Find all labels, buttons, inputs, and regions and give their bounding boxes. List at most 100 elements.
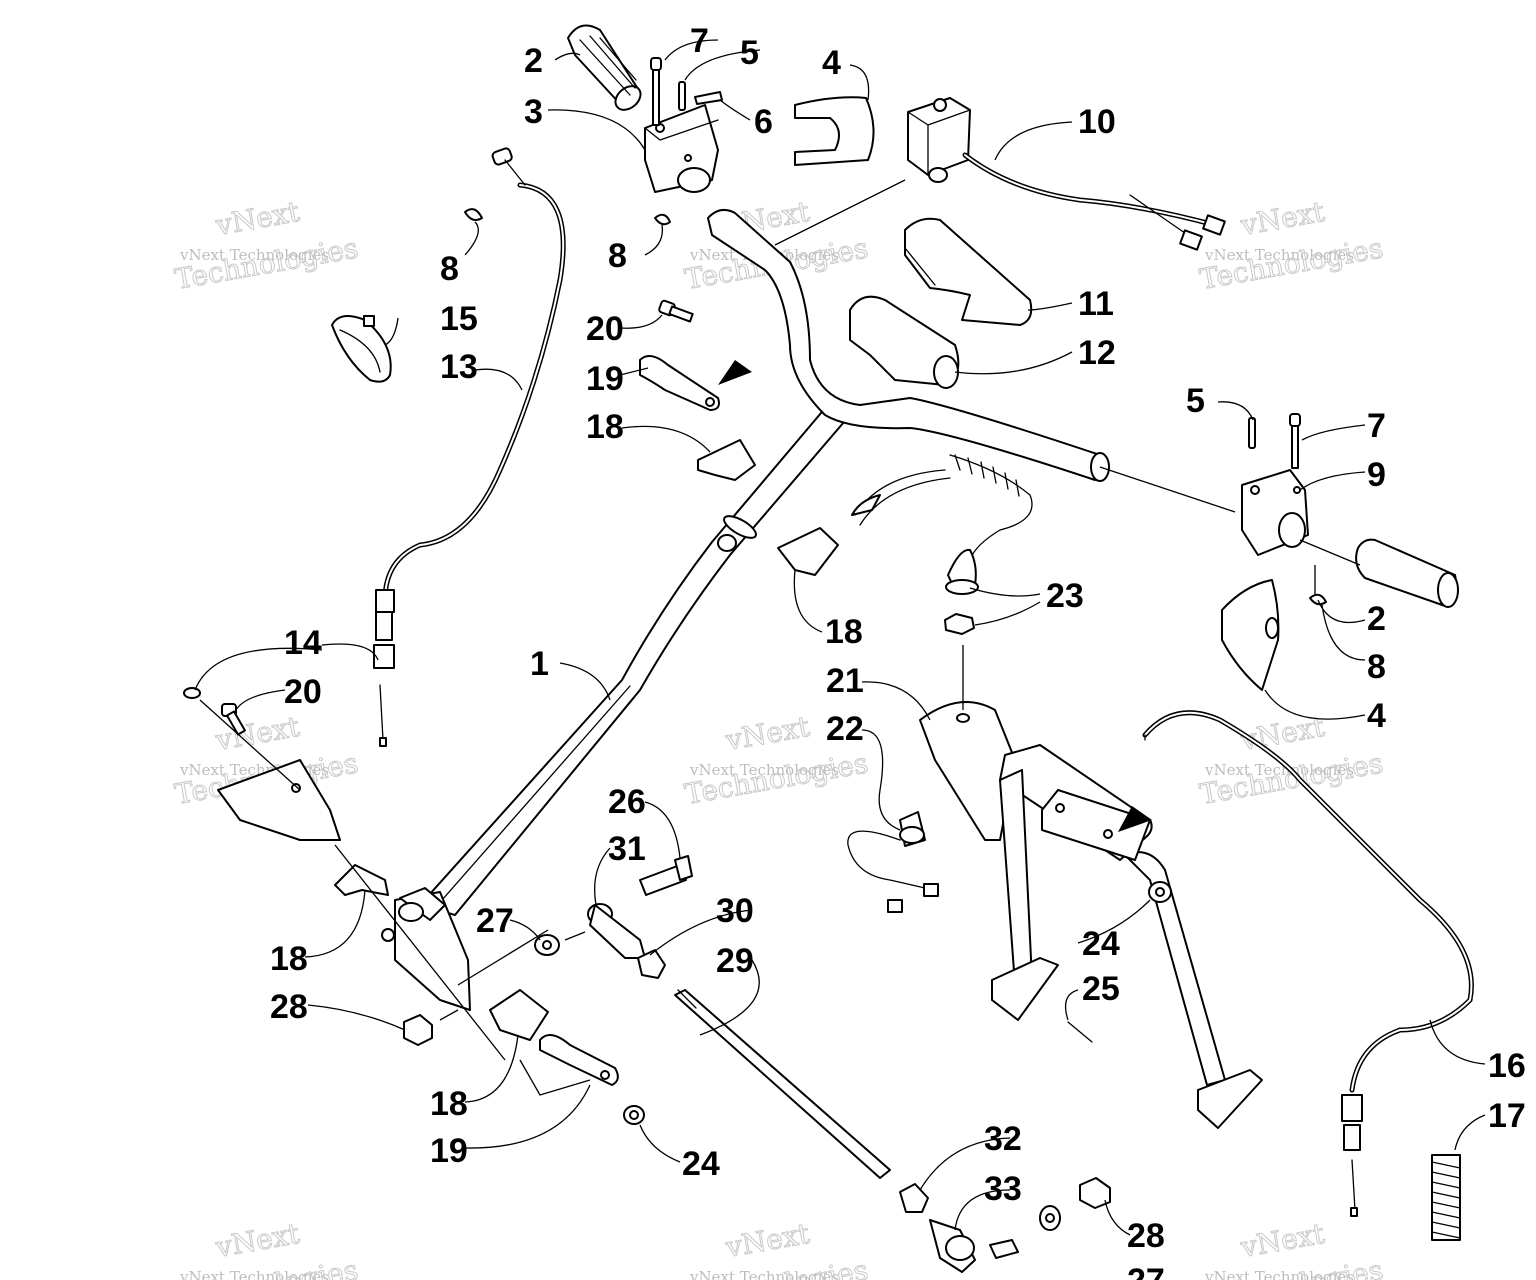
callout-2: 2: [524, 42, 543, 80]
grip-pad-part: [849, 295, 960, 389]
nut-part: [623, 1105, 645, 1125]
tie-rod-part: [674, 989, 891, 1179]
bushing-part: [489, 989, 549, 1041]
svg-text:Technologies: Technologies: [682, 746, 870, 811]
callout-14: 14: [284, 624, 322, 662]
svg-text:Technologies: Technologies: [1197, 231, 1385, 296]
callout-18: 18: [825, 613, 863, 651]
callout-10: 10: [1078, 103, 1116, 141]
callout-3: 3: [524, 93, 543, 131]
right-grip-part: [1355, 538, 1459, 608]
switch-housing-part: [907, 97, 1226, 251]
callout-22: 22: [826, 710, 864, 748]
plate-part: [694, 91, 723, 105]
svg-text:vNext Technologies: vNext Technologies: [689, 761, 839, 779]
svg-text:Technologies: Technologies: [1197, 746, 1385, 811]
pin-part: [1248, 417, 1256, 449]
nut-part: [403, 1014, 433, 1046]
left-grip-part: [567, 24, 642, 111]
callout-18: 18: [430, 1085, 468, 1123]
callout-29: 29: [716, 942, 754, 980]
throttle-housing-part: [644, 104, 719, 193]
callout-11: 11: [1078, 285, 1114, 323]
cotter-pin-part: [1067, 1021, 1093, 1043]
cable-tie-part: [331, 315, 392, 383]
jam-nut-part: [899, 1183, 929, 1213]
callout-19: 19: [430, 1132, 468, 1170]
callout-8: 8: [608, 237, 627, 275]
callout-7: 7: [690, 22, 709, 60]
callout-31: 31: [608, 830, 646, 868]
hand-guard-part: [794, 96, 875, 166]
callout-30: 30: [716, 892, 754, 930]
brake-block-part: [1241, 469, 1309, 556]
callout-23: 23: [1046, 577, 1084, 615]
callout-20: 20: [284, 673, 322, 711]
e-clip-part: [464, 208, 483, 221]
callout-25: 25: [1082, 970, 1120, 1008]
svg-text:vNext: vNext: [213, 1217, 303, 1264]
svg-text:vNext Technologies: vNext Technologies: [1204, 1268, 1354, 1280]
svg-text:vNext Technologies: vNext Technologies: [1204, 246, 1354, 264]
washer-part: [1039, 1205, 1061, 1231]
callout-17: 17: [1488, 1097, 1526, 1135]
e-clip-part: [1309, 593, 1327, 606]
svg-text:vNext Technologies: vNext Technologies: [689, 1268, 839, 1280]
stop-switch-part: [847, 811, 939, 913]
screw-part: [650, 57, 662, 126]
callout-26: 26: [608, 783, 646, 821]
callout-labels: 2 7 5 3 6 4 10 8 8 11 15 20 12 13 19 5 7…: [270, 22, 1526, 1280]
watermark: vNext vNext Technologies Technologies: [682, 1216, 871, 1280]
callout-24: 24: [1082, 925, 1120, 963]
callout-18: 18: [270, 940, 308, 978]
steering-post-part: [381, 399, 851, 1011]
spring-part: [1431, 1154, 1461, 1241]
arrow-marker: [1118, 806, 1152, 832]
callout-7: 7: [1367, 407, 1386, 445]
bolt-part: [658, 299, 694, 323]
clamp-part: [539, 1034, 619, 1086]
svg-text:vNext: vNext: [1238, 195, 1328, 242]
watermark: vNext vNext Technologies Technologies: [172, 194, 361, 296]
callout-8: 8: [1367, 648, 1386, 686]
nut-part: [1079, 1177, 1111, 1209]
bushing-part: [334, 864, 389, 896]
callout-6: 6: [754, 103, 773, 141]
tether-switch-part: [851, 454, 1033, 635]
svg-text:vNext: vNext: [213, 195, 303, 242]
callout-20: 20: [586, 310, 624, 348]
callout-13: 13: [440, 348, 478, 386]
callout-32: 32: [984, 1120, 1022, 1158]
svg-text:vNext Technologies: vNext Technologies: [179, 1268, 329, 1280]
watermark: vNext vNext Technologies Technologies: [1197, 1216, 1386, 1280]
hand-guard-part: [1221, 579, 1280, 691]
washer-part: [534, 934, 560, 956]
callout-16: 16: [1488, 1047, 1526, 1085]
callout-2: 2: [1367, 600, 1386, 638]
screw-part: [1289, 413, 1301, 469]
arrow-marker: [718, 360, 752, 385]
callout-12: 12: [1078, 334, 1116, 372]
callout-28: 28: [1127, 1217, 1165, 1255]
callout-21: 21: [826, 662, 864, 700]
watermark: vNext vNext Technologies Technologies: [1197, 194, 1386, 296]
callout-5: 5: [1186, 382, 1205, 420]
callout-4: 4: [822, 44, 841, 82]
callout-5: 5: [740, 34, 759, 72]
e-clip-part: [654, 213, 671, 226]
bolt-part: [639, 855, 693, 896]
throttle-cable-part: [373, 147, 566, 747]
callout-27: 27: [476, 902, 514, 940]
callout-18: 18: [586, 408, 624, 446]
tie-rod-end-part: [587, 903, 646, 959]
jam-nut-part: [637, 949, 666, 979]
svg-text:vNext Technologies: vNext Technologies: [179, 246, 329, 264]
callout-19: 19: [586, 360, 624, 398]
svg-text:vNext: vNext: [1238, 1217, 1328, 1264]
watermark: vNext vNext Technologies Technologies: [172, 1216, 361, 1280]
assembly-lines: [199, 179, 1361, 1096]
callout-33: 33: [984, 1170, 1022, 1208]
callout-28: 28: [270, 988, 308, 1026]
